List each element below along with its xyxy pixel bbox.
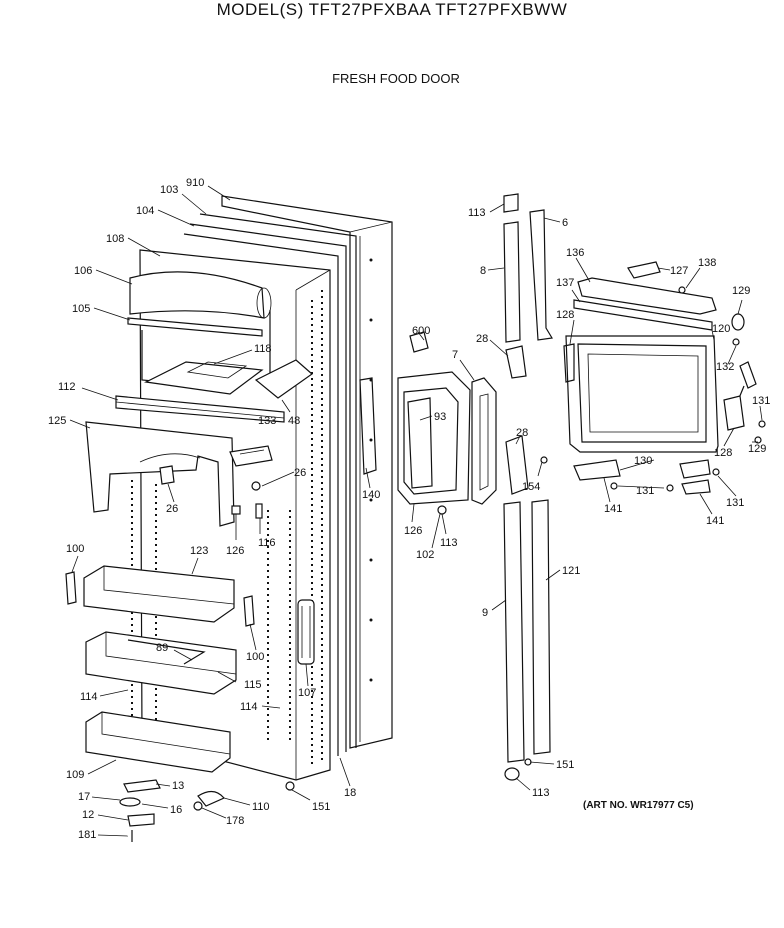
callout-102: 102 xyxy=(416,549,434,561)
callout-123: 123 xyxy=(190,545,208,557)
callout-labels: 910 103 104 108 106 105 118 112 125 133 … xyxy=(48,177,770,841)
callout-108: 108 xyxy=(106,233,124,245)
callout-104: 104 xyxy=(136,205,154,217)
callout-128: 128 xyxy=(556,309,574,321)
light-socket-133 xyxy=(229,445,273,467)
callout-141: 141 xyxy=(706,515,724,527)
callout-100: 100 xyxy=(246,651,264,663)
callout-128: 128 xyxy=(714,447,732,459)
callout-910: 910 xyxy=(186,177,204,189)
callout-107: 107 xyxy=(298,687,316,699)
callout-113: 113 xyxy=(468,207,486,219)
callout-151: 151 xyxy=(312,801,330,813)
trim-strips xyxy=(503,193,553,781)
upper-bracket-136 xyxy=(573,261,717,331)
callout-126: 126 xyxy=(226,545,244,557)
callout-120: 120 xyxy=(712,323,730,335)
callout-115: 115 xyxy=(244,679,262,691)
callout-126: 126 xyxy=(404,525,422,537)
callout-28: 28 xyxy=(476,333,488,345)
callout-17: 17 xyxy=(78,791,90,803)
callout-127: 127 xyxy=(670,265,688,277)
callout-116: 116 xyxy=(258,537,276,549)
mirror-panel-120 xyxy=(563,335,719,453)
model-title: MODEL(S) TFT27PFXBAA TFT27PFXBWW xyxy=(216,0,568,19)
callout-131: 131 xyxy=(752,395,770,407)
callout-7: 7 xyxy=(452,349,458,361)
callout-154: 154 xyxy=(522,481,540,493)
callout-114: 114 xyxy=(240,701,258,713)
callout-138: 138 xyxy=(698,257,716,269)
door-bin-middle xyxy=(85,631,237,695)
callout-136: 136 xyxy=(566,247,584,259)
callout-114: 114 xyxy=(80,691,98,703)
callout-48: 48 xyxy=(288,415,300,427)
callout-113: 113 xyxy=(532,787,550,799)
callout-600: 600 xyxy=(412,325,430,337)
light-shield-125 xyxy=(85,421,235,527)
hinge-hardware xyxy=(573,313,766,495)
callout-28: 28 xyxy=(516,427,528,439)
callout-121: 121 xyxy=(562,565,580,577)
door-outer-panel xyxy=(183,195,393,756)
callout-93: 93 xyxy=(434,411,446,423)
callout-131: 131 xyxy=(636,485,654,497)
art-number: (ART NO. WR17977 C5) xyxy=(583,800,694,811)
callout-132: 132 xyxy=(716,361,734,373)
door-bin-upper xyxy=(83,565,235,623)
callout-141: 141 xyxy=(604,503,622,515)
callout-131: 131 xyxy=(726,497,744,509)
callout-12: 12 xyxy=(82,809,94,821)
callout-109: 109 xyxy=(66,769,84,781)
callout-106: 106 xyxy=(74,265,92,277)
door-bin-lower xyxy=(85,711,231,773)
leader-lines xyxy=(69,185,763,837)
callout-113: 113 xyxy=(440,537,458,549)
callout-178: 178 xyxy=(226,815,244,827)
callout-9: 9 xyxy=(482,607,488,619)
callout-13: 13 xyxy=(172,780,184,792)
callout-6: 6 xyxy=(562,217,568,229)
callout-26: 26 xyxy=(166,503,178,515)
dairy-compartment xyxy=(127,271,313,399)
shelf-rails xyxy=(131,480,291,742)
callout-26: 26 xyxy=(294,467,306,479)
handle-7 xyxy=(471,377,497,505)
callout-100: 100 xyxy=(66,543,84,555)
callout-8: 8 xyxy=(480,265,486,277)
callout-137: 137 xyxy=(556,277,574,289)
callout-16: 16 xyxy=(170,804,182,816)
callout-105: 105 xyxy=(72,303,90,315)
callout-129: 129 xyxy=(732,285,750,297)
callout-112: 112 xyxy=(58,381,76,393)
callout-140: 140 xyxy=(362,489,380,501)
dispenser-frame xyxy=(397,331,471,515)
callout-18: 18 xyxy=(344,787,356,799)
shelf-112 xyxy=(115,395,285,423)
callout-130: 130 xyxy=(634,455,652,467)
callout-151: 151 xyxy=(556,759,574,771)
callout-118: 118 xyxy=(254,343,272,355)
diagram-subtitle: FRESH FOOD DOOR xyxy=(332,71,460,86)
callout-89: 89 xyxy=(156,642,168,654)
small-hardware xyxy=(65,465,295,842)
callout-129: 129 xyxy=(748,443,766,455)
callout-103: 103 xyxy=(160,184,178,196)
callout-110: 110 xyxy=(252,801,270,813)
callout-181: 181 xyxy=(78,829,96,841)
callout-125: 125 xyxy=(48,415,66,427)
callout-133: 133 xyxy=(258,415,276,427)
